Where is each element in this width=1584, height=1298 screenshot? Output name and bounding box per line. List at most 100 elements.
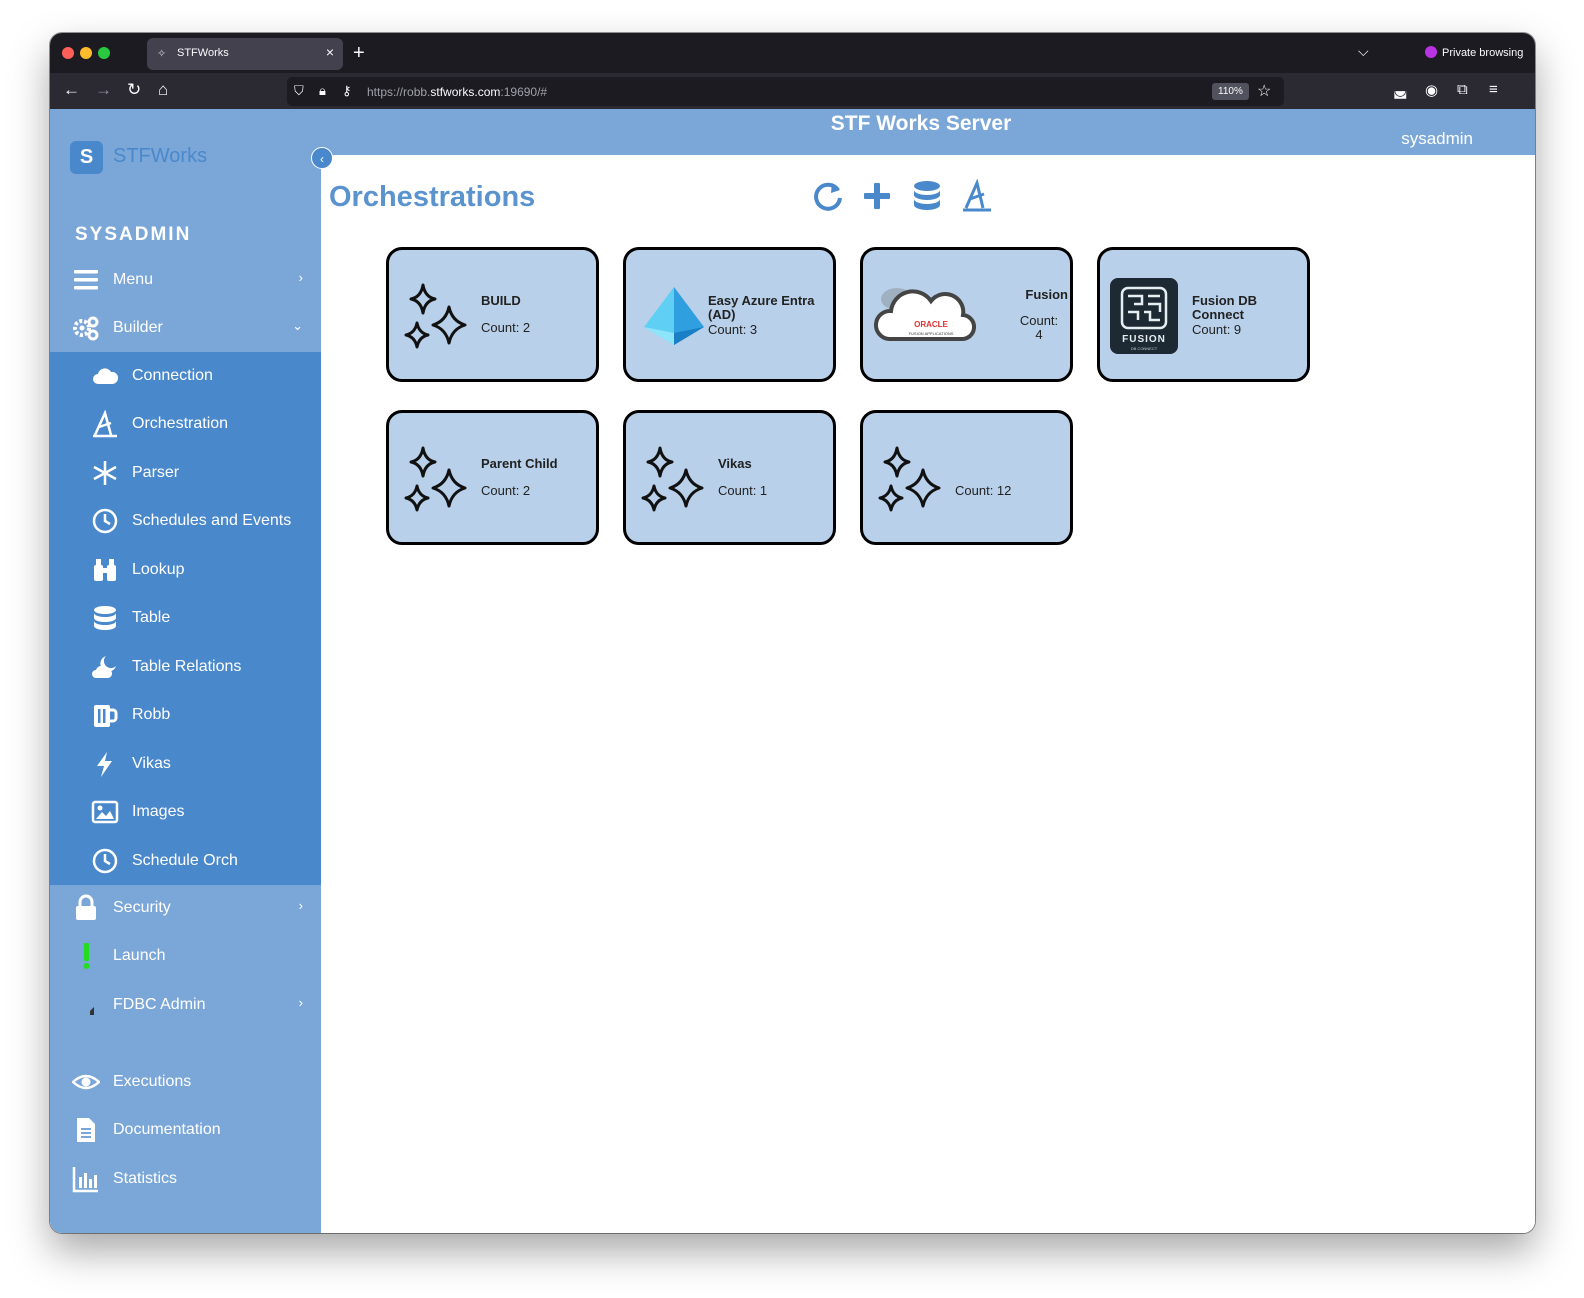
sidebar-item-schedule-orch[interactable]: Schedule Orch [50, 837, 321, 885]
sidebar-item-security[interactable]: Security › [50, 884, 321, 932]
pocket-icon[interactable]: ◛ [1393, 82, 1408, 99]
page-title: Orchestrations [329, 181, 536, 213]
extensions-icon[interactable]: ⧉ [1457, 81, 1468, 98]
sidebar-item-schedules-and-events[interactable]: Schedules and Events [50, 497, 321, 545]
sidebar-item-menu[interactable]: Menu › [50, 256, 321, 304]
shield-icon[interactable]: ⛉ [294, 83, 304, 98]
user-menu[interactable]: sysadmin [1401, 129, 1473, 148]
sidebar-item-orchestration[interactable]: Orchestration [50, 400, 321, 448]
collapse-sidebar-button[interactable]: ‹ [311, 147, 333, 169]
sidebar-item-statistics[interactable]: Statistics [50, 1155, 321, 1203]
card-name: Fusion [1025, 287, 1068, 302]
cloud-icon [93, 368, 119, 384]
sidebar-item-images[interactable]: Images [50, 788, 321, 836]
back-arrow-icon[interactable]: ← [63, 80, 80, 99]
sidebar-item-builder[interactable]: Builder ⌄ [50, 304, 321, 352]
sidebar-item-executions[interactable]: Executions [50, 1058, 321, 1106]
home-icon[interactable]: ⌂ [158, 80, 169, 99]
exclamation-icon [83, 943, 90, 969]
card-count: Count: 4 [1019, 313, 1059, 342]
maximize-window-button[interactable] [98, 47, 110, 59]
brand-logo[interactable]: S [70, 141, 103, 174]
card-count: Count: 2 [481, 483, 531, 498]
new-tab-icon[interactable]: + [353, 42, 365, 64]
hamburger-menu-icon[interactable]: ≡ [1489, 81, 1498, 98]
eye-icon [72, 1074, 100, 1090]
sidebar-item-launch[interactable]: Launch [50, 932, 321, 980]
orchestration-icon[interactable] [960, 179, 994, 213]
cloud-moon-icon [92, 656, 116, 678]
bolt-icon [97, 752, 112, 777]
clock-icon [92, 848, 118, 874]
sidebar-item-vikas[interactable]: Vikas [50, 740, 321, 788]
orchestration-card[interactable]: Count: 12 [860, 410, 1073, 545]
chevron-right-icon: › [298, 270, 303, 285]
account-icon[interactable]: ◉ [1425, 82, 1439, 99]
tab-title: STFWorks [177, 47, 229, 59]
database-icon[interactable] [910, 179, 944, 213]
sidebar: S STFWorks SYSADMIN Menu › Builder ⌄ Con… [50, 109, 321, 1233]
chevron-right-icon: › [298, 898, 303, 913]
chevron-right-icon: › [298, 995, 303, 1010]
add-icon[interactable] [860, 179, 894, 213]
clock-icon [92, 508, 118, 534]
refresh-icon[interactable] [811, 179, 845, 213]
card-name: Fusion DB Connect [1192, 293, 1257, 322]
sparkles-icon [875, 438, 947, 518]
sidebar-item-table[interactable]: Table [50, 594, 321, 642]
sidebar-item-lookup[interactable]: Lookup [50, 546, 321, 594]
bookmark-star-icon[interactable]: ☆ [1257, 83, 1272, 100]
snowflake-icon [93, 461, 117, 485]
sidebar-item-connection[interactable]: Connection [50, 352, 321, 400]
key-icon[interactable]: ⚷ [342, 83, 352, 98]
sidebar-item-documentation[interactable]: Documentation [50, 1106, 321, 1154]
bars-icon [74, 270, 98, 290]
image-icon [91, 800, 119, 824]
brand-name[interactable]: STFWorks [113, 145, 208, 167]
user-role-heading: SYSADMIN [75, 224, 192, 245]
sidebar-item-table-relations[interactable]: Table Relations [50, 643, 321, 691]
azure-entra-logo [638, 275, 710, 355]
chevron-down-icon: ⌄ [292, 318, 303, 333]
bar-chart-icon [72, 1167, 98, 1193]
lock-icon [76, 894, 96, 920]
sparkles-favicon-icon: ✧ [157, 48, 167, 60]
lock-icon[interactable]: 🔒︎ [319, 83, 326, 98]
url-text[interactable]: https://robb.stfworks.com:19690/# [367, 85, 548, 99]
card-count: Count: 3 [708, 322, 758, 337]
reload-icon[interactable]: ↻ [127, 80, 142, 99]
private-browsing-indicator: Private browsing [1425, 46, 1523, 59]
fdbc-admin-icon [90, 1007, 94, 1015]
card-name: Easy Azure Entra (AD) [708, 293, 815, 322]
url-bar[interactable]: ⛉ 🔒︎ ⚷ https://robb.stfworks.com:19690/#… [287, 77, 1284, 106]
close-window-button[interactable] [62, 47, 74, 59]
sparkles-icon [401, 438, 473, 518]
forward-arrow-icon[interactable]: → [95, 80, 112, 99]
close-tab-icon[interactable]: × [325, 44, 334, 60]
gears-icon [73, 316, 99, 341]
card-name: BUILD [481, 293, 521, 308]
private-mask-icon [1425, 46, 1437, 58]
browser-tab[interactable]: ✧ STFWorks × [147, 38, 343, 70]
svg-text:DB CONNECT: DB CONNECT [1131, 346, 1158, 351]
zoom-level-badge[interactable]: 110% [1212, 83, 1249, 100]
sparkles-icon [638, 438, 710, 518]
card-count: Count: 9 [1192, 322, 1242, 337]
card-name: Vikas [718, 456, 752, 471]
sidebar-item-robb[interactable]: Robb [50, 691, 321, 739]
svg-text:ORACLE: ORACLE [914, 320, 948, 329]
header-band: STF Works Server sysadmin [321, 109, 1535, 155]
sidebar-item-parser[interactable]: Parser [50, 449, 321, 497]
orchestration-card[interactable]: BUILD Count: 2 [386, 247, 599, 382]
orchestration-card[interactable]: Easy Azure Entra (AD)Count: 3 [623, 247, 836, 382]
chevron-down-icon[interactable]: ⌵ [1358, 43, 1369, 59]
card-count: Count: 2 [481, 320, 531, 335]
sidebar-item-fdbc-admin[interactable]: FDBC Admin › [50, 981, 321, 1029]
orchestration-icon [93, 410, 117, 438]
minimize-window-button[interactable] [80, 47, 92, 59]
